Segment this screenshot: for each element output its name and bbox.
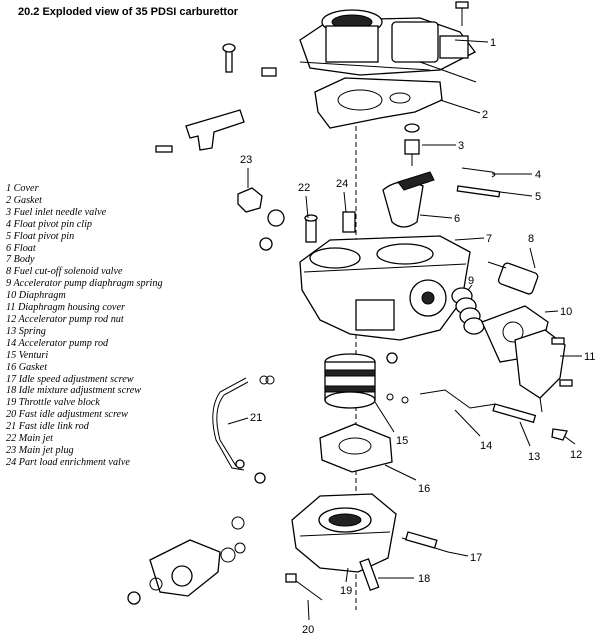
legend-item: 20 Fast idle adjustment screw: [6, 409, 128, 421]
callout-13: 13: [528, 451, 540, 463]
callout-24: 24: [336, 178, 348, 190]
legend-item: 10 Diaphragm: [6, 290, 66, 302]
callout-8: 8: [528, 233, 534, 245]
callout-22: 22: [298, 182, 310, 194]
float-pin: [456, 185, 501, 198]
callout-21: 21: [250, 412, 262, 424]
legend-item: 24 Part load enrichment valve: [6, 456, 130, 468]
pump-spring-part: [451, 287, 485, 335]
callout-12: 12: [570, 449, 582, 461]
legend-item: 2 Gasket: [6, 194, 42, 206]
callout-3: 3: [458, 140, 464, 152]
legend-item: 14 Accelerator pump rod: [6, 337, 109, 349]
main-jet-plug: [237, 187, 263, 213]
legend-item: 5 Float pivot pin: [6, 230, 75, 242]
parts-legend: 1 Cover 2 Gasket 3 Fuel inlet needle val…: [6, 183, 196, 469]
legend-item: 18 Idle mixture adjustment screw: [6, 385, 142, 397]
callout-18: 18: [418, 573, 430, 585]
legend-item: 23 Main jet plug: [6, 444, 74, 456]
cover-gasket: [314, 77, 443, 129]
legend-item: 22 Main jet: [6, 433, 53, 445]
callout-16: 16: [418, 483, 430, 495]
idle-mixture-screw: [359, 558, 380, 592]
cover-part: [299, 9, 476, 76]
screw-top-right: [455, 1, 469, 26]
legend-item: 21 Fast idle link rod: [6, 421, 89, 433]
base-gasket: [319, 423, 393, 473]
body-part: [299, 235, 471, 341]
legend-item: 1 Cover: [6, 183, 39, 194]
legend-item: 19 Throttle valve block: [6, 397, 100, 409]
legend-item: 15 Venturi: [6, 349, 49, 361]
callout-4: 4: [535, 169, 541, 181]
legend-item: 17 Idle speed adjustment screw: [6, 373, 134, 385]
enrichment-valve-part: [342, 211, 356, 233]
main-jet-part: [304, 214, 318, 243]
throttle-lever-left: [127, 539, 246, 605]
float-pin-clip: [461, 167, 496, 178]
callout-17: 17: [470, 552, 482, 564]
callout-11: 11: [584, 351, 595, 363]
legend-item: 6 Float: [6, 242, 36, 254]
needle-valve-part: [404, 123, 420, 166]
fast-idle-screw: [285, 573, 323, 601]
legend-item: 3 Fuel inlet needle valve: [6, 206, 107, 218]
legend-item: 12 Accelerator pump rod nut: [6, 313, 124, 325]
callout-15: 15: [396, 435, 408, 447]
idle-speed-screw: [401, 531, 449, 553]
callout-20: 20: [302, 624, 314, 636]
legend-item: 7 Body: [6, 254, 35, 266]
callout-23: 23: [240, 154, 252, 166]
throttle-block-part: [291, 493, 397, 573]
legend-item: 4 Float pivot pin clip: [6, 218, 93, 230]
float-part: [382, 171, 435, 228]
callout-14: 14: [480, 440, 492, 452]
legend-item: 11 Diaphragm housing cover: [6, 302, 125, 314]
legend-item: 8 Fuel cut-off solenoid valve: [6, 266, 123, 278]
callout-1: 1: [490, 37, 496, 49]
pump-rod-spring: [492, 403, 537, 424]
pump-rod-nut: [551, 428, 568, 441]
misc-washers: [155, 43, 409, 530]
pump-rod-part: [419, 389, 497, 409]
right-screws: [419, 61, 573, 387]
venturi-part: [324, 353, 376, 409]
legend-item: 9 Accelerator pump diaphragm spring: [6, 278, 163, 290]
housing-cover-part: [514, 329, 566, 413]
callout-7: 7: [486, 233, 492, 245]
figure-caption: 20.2 Exploded view of 35 PDSI carburetto…: [18, 6, 239, 18]
solenoid-valve-part: [487, 261, 539, 295]
legend-item: 13 Spring: [6, 325, 46, 337]
callout-leaders: [227, 39, 582, 621]
callout-5: 5: [535, 191, 541, 203]
legend-item: 16 Gasket: [6, 361, 48, 373]
callout-9: 9: [468, 275, 474, 287]
callout-6: 6: [454, 213, 460, 225]
fast-idle-link-rod: [212, 377, 249, 471]
callout-19: 19: [340, 585, 352, 597]
callout-2: 2: [482, 109, 488, 121]
callout-10: 10: [560, 306, 572, 318]
